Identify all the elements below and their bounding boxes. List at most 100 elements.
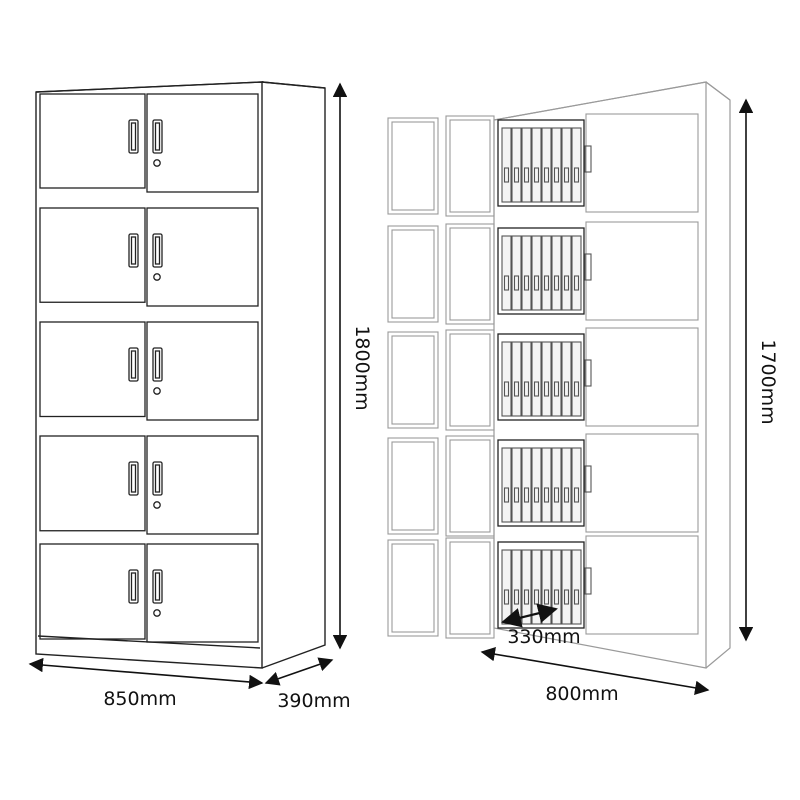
open-door-inner-panel: [449, 333, 491, 427]
closed-width-label: 850mm: [103, 688, 176, 710]
binder-label: [553, 487, 560, 503]
binder: [571, 447, 582, 523]
lock-icon: [153, 501, 161, 509]
open-height-label: 1700mm: [757, 339, 779, 424]
door-handle-right-inner: [154, 464, 161, 493]
open-door-outer-panel: [391, 229, 435, 319]
binder: [561, 235, 572, 311]
binder: [501, 549, 512, 625]
binder-label: [563, 487, 570, 503]
door-handle-left-inner: [130, 350, 137, 379]
binder: [541, 235, 552, 311]
door-handle-left-inner: [130, 122, 137, 151]
closed-door-left: [39, 435, 146, 532]
door-handle-right-inner: [154, 122, 161, 151]
closed-door-left: [39, 93, 146, 189]
binder-label: [503, 381, 510, 397]
closed-door-right: [585, 327, 699, 427]
binder: [551, 447, 562, 523]
open-width-dimension-line: [480, 647, 710, 695]
binder-label: [563, 167, 570, 183]
binder: [531, 127, 542, 203]
door-handle: [584, 567, 592, 595]
binder-label: [543, 487, 550, 503]
binder: [561, 341, 572, 417]
open-door-inner-panel: [449, 119, 491, 213]
closed-door-left: [39, 207, 146, 303]
closed-door-right: [585, 221, 699, 321]
binder-label: [503, 167, 510, 183]
closed-door-right: [146, 435, 259, 535]
binder-label: [513, 275, 520, 291]
lock-icon: [153, 609, 161, 617]
open-compartment-row: [387, 113, 699, 217]
binder: [521, 127, 532, 203]
binder: [531, 447, 542, 523]
compartment-opening: [497, 119, 585, 207]
binder-label: [513, 167, 520, 183]
binder: [561, 127, 572, 203]
binder-label: [573, 487, 580, 503]
binder-label: [533, 381, 540, 397]
door-handle-left: [128, 461, 139, 496]
binder: [561, 549, 572, 625]
binder-label: [563, 275, 570, 291]
binder-label: [523, 167, 530, 183]
door-handle-left: [128, 347, 139, 382]
binder-label: [543, 381, 550, 397]
closed-door-right: [585, 113, 699, 213]
binder-label: [523, 487, 530, 503]
open-door-inner: [445, 329, 495, 431]
binder-label: [563, 381, 570, 397]
binder: [511, 127, 522, 203]
open-cabinet-side: [705, 81, 731, 101]
binder: [531, 235, 542, 311]
closed-cabinet-front: [35, 81, 263, 669]
closed-door-row: [39, 321, 259, 421]
binder: [551, 341, 562, 417]
compartment-opening: [497, 333, 585, 421]
binder-label: [573, 589, 580, 605]
binder: [501, 127, 512, 203]
open-compartment-row: [387, 327, 699, 431]
closed-door-left: [39, 543, 146, 640]
open-door-inner-panel: [449, 227, 491, 321]
door-handle-left-inner: [130, 464, 137, 493]
binder: [521, 235, 532, 311]
binder-label: [533, 167, 540, 183]
binder: [561, 447, 572, 523]
binder-label: [533, 487, 540, 503]
closed-cabinet: [35, 81, 326, 669]
binder: [571, 127, 582, 203]
closed-door-row: [39, 543, 259, 643]
door-handle-right: [152, 461, 163, 496]
open-door-outer: [387, 117, 439, 215]
closed-door-right: [146, 207, 259, 307]
door-handle-left: [128, 233, 139, 268]
binder-label: [553, 275, 560, 291]
closed-door-right: [146, 321, 259, 421]
open-door-inner-panel: [449, 541, 491, 635]
door-handle-right-inner: [154, 572, 161, 601]
binder: [541, 127, 552, 203]
door-handle: [584, 253, 592, 281]
binder-label: [503, 275, 510, 291]
closed-height-label: 1800mm: [351, 325, 373, 410]
binder: [511, 341, 522, 417]
door-handle-right-inner: [154, 350, 161, 379]
closed-door-row: [39, 207, 259, 307]
binder: [521, 549, 532, 625]
open-door-rows: [387, 113, 699, 639]
door-handle-left: [128, 119, 139, 154]
open-compartment-row: [387, 535, 699, 639]
open-door-inner-panel: [449, 439, 491, 533]
closed-door-left: [39, 321, 146, 418]
lock-icon: [153, 387, 161, 395]
open-door-outer-panel: [391, 121, 435, 211]
door-handle-left-inner: [130, 236, 137, 265]
door-handle: [584, 359, 592, 387]
depth-dimension-line: [264, 657, 334, 686]
binder: [521, 341, 532, 417]
door-handle-left: [128, 569, 139, 604]
open-door-inner: [445, 115, 495, 217]
